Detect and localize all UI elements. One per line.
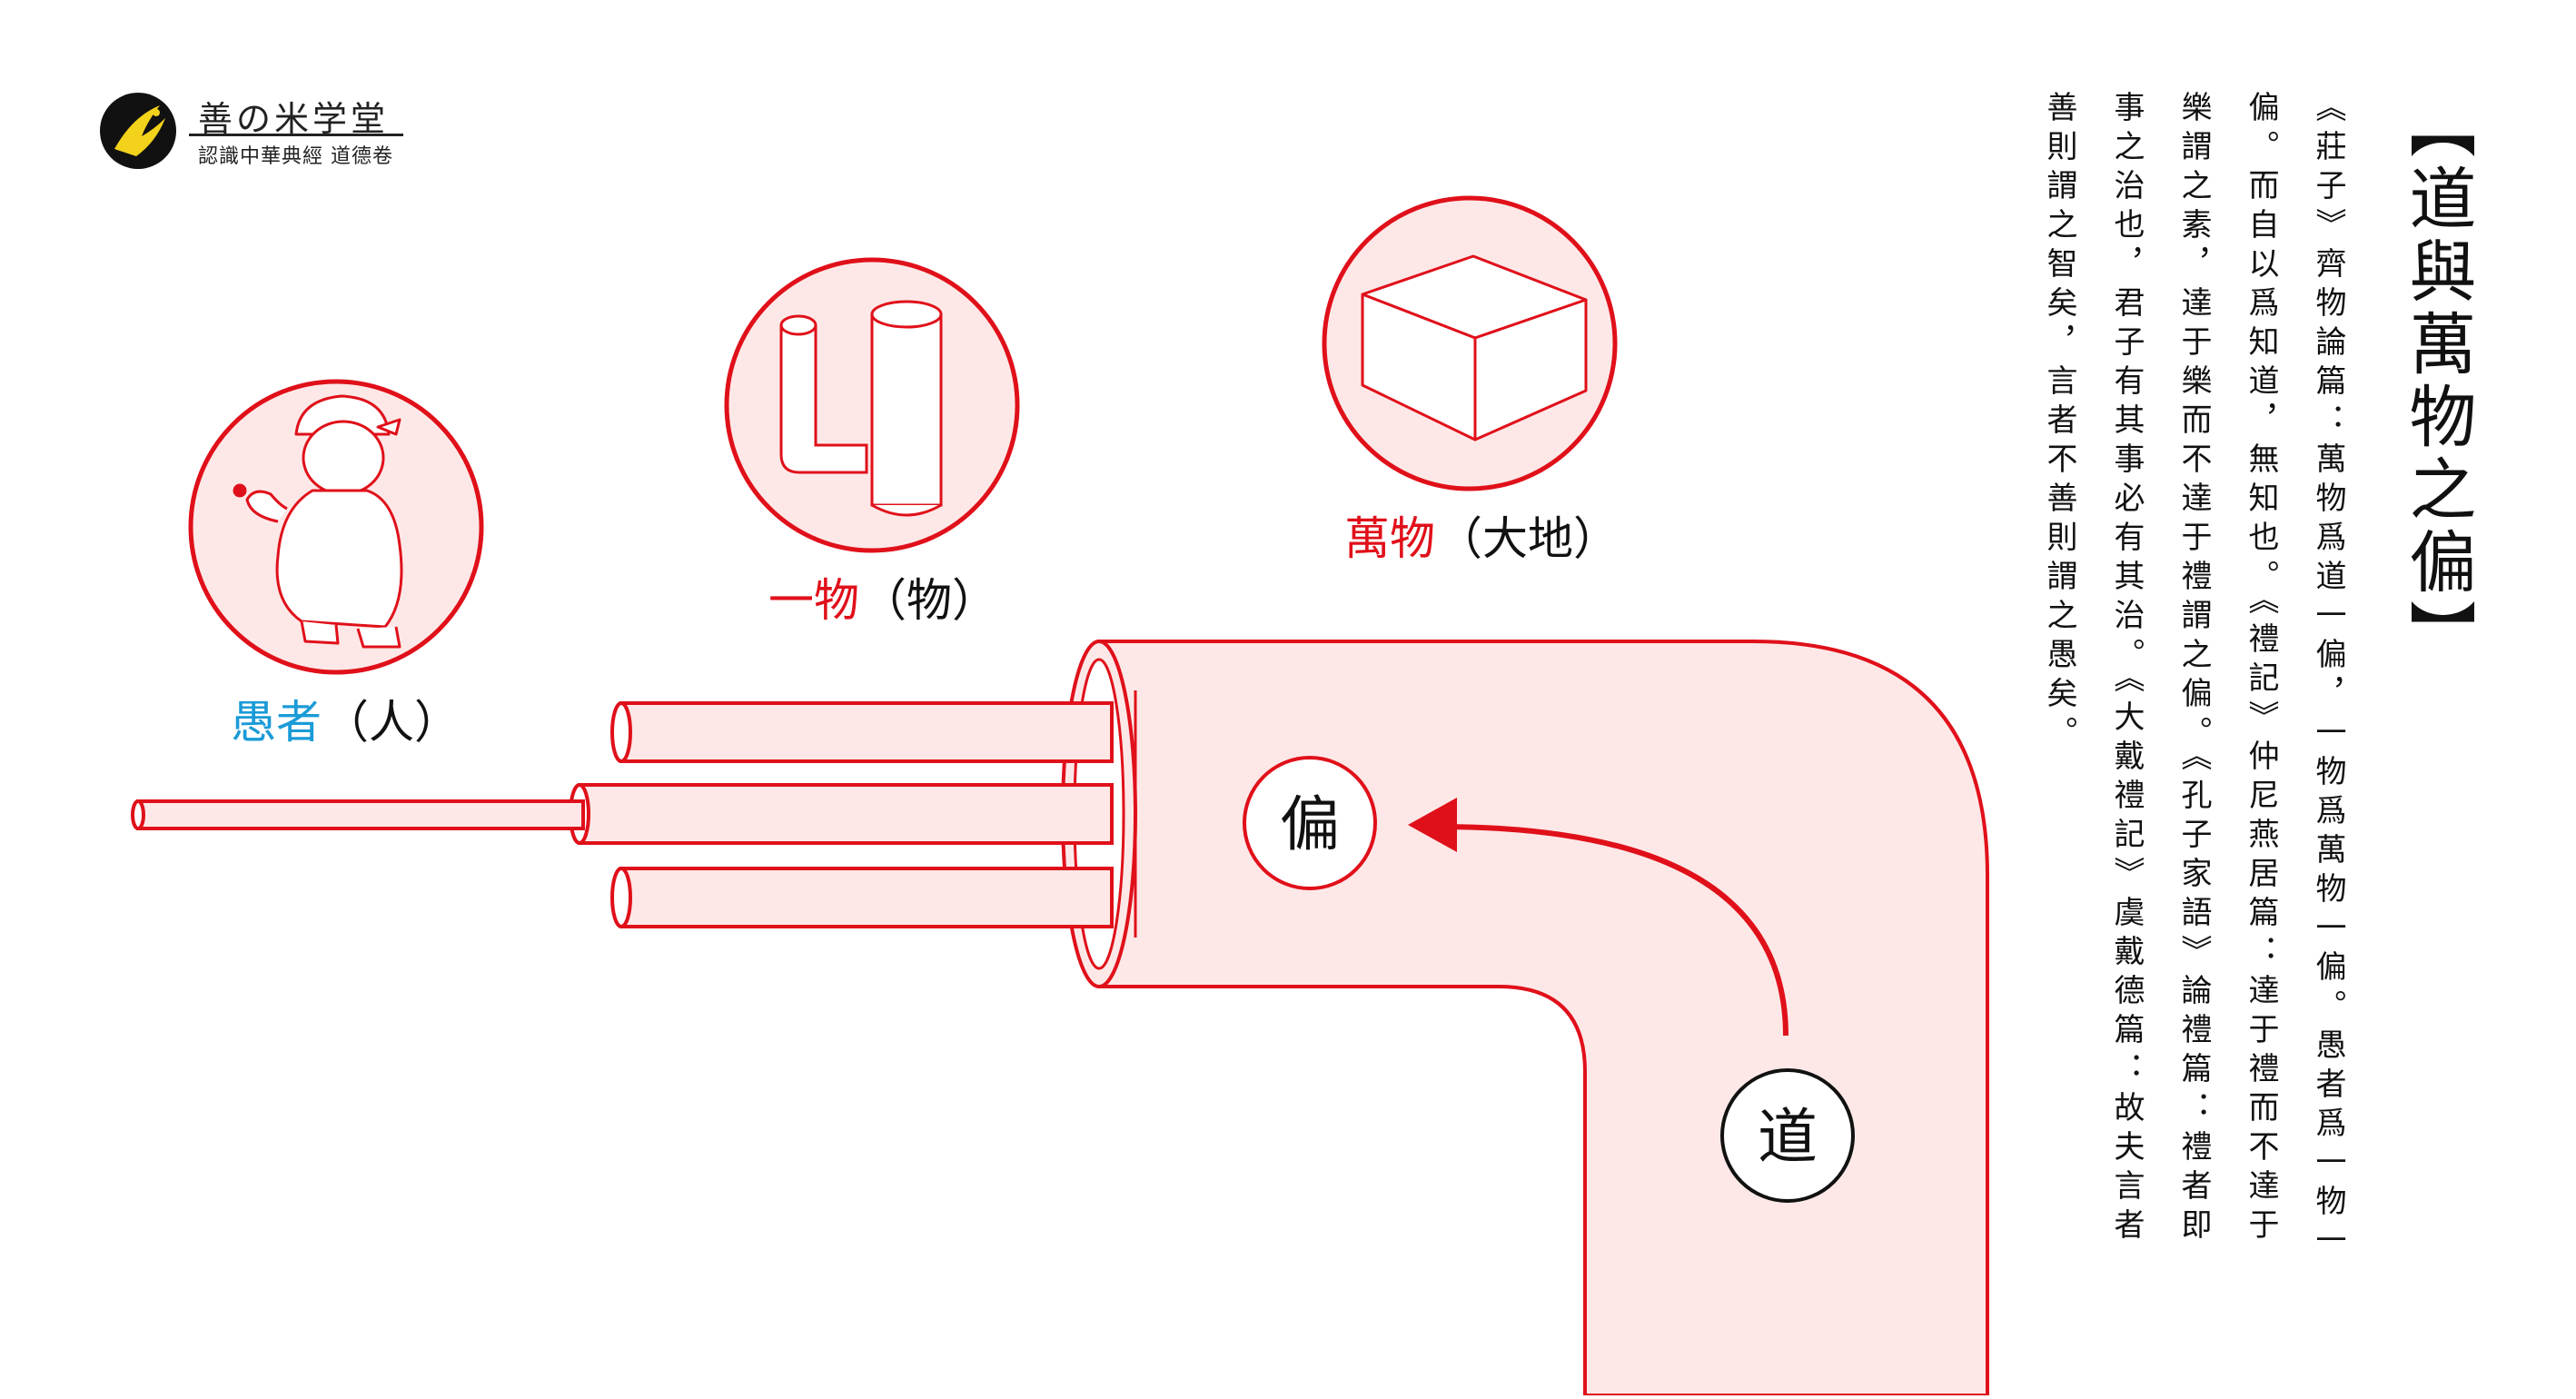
fool-node: 愚者 （人）: [188, 379, 484, 749]
pian-label: 偏: [1280, 789, 1340, 859]
all-things-label-paren: （大地）: [1437, 512, 1619, 565]
dao-node: 道: [1720, 1068, 1855, 1203]
brand-name: 善の米学堂: [198, 99, 390, 139]
thin-rod: [131, 799, 585, 830]
rod-middle: [569, 783, 1114, 845]
bent-pipe-icon: [779, 300, 943, 517]
rod-top: [610, 701, 1114, 763]
page-title: 【道與萬物之偏】: [2398, 91, 2476, 672]
brand-divider: [189, 134, 403, 136]
brand-subtitle: 認識中華典經 道德卷: [198, 145, 393, 168]
text-column: 偏。而自以爲知道，無知也。《禮記》仲尼燕居篇：達于禮而不達于: [2243, 91, 2279, 1247]
one-thing-label-paren: （物）: [861, 574, 997, 627]
text-column: 《莊子》齊物論篇：萬物爲道一偏，一物爲萬物一偏。愚者爲一物一: [2310, 91, 2346, 1263]
text-column: 事之治也，君子有其事必有其治。《大戴禮記》虞戴德篇：故夫言者: [2108, 91, 2145, 1247]
dao-pipe: [1097, 640, 1989, 1397]
rod-bottom: [610, 867, 1114, 928]
fool-label-main: 愚者: [231, 696, 322, 749]
all-things-label-main: 萬物: [1344, 512, 1435, 565]
one-thing-label-main: 一物: [768, 574, 859, 627]
crouching-person-icon: [233, 394, 403, 649]
text-column: 善則謂之智矣，言者不善則謂之愚矣。: [2041, 91, 2077, 755]
pian-node: 偏: [1243, 756, 1377, 890]
all-things-node: 萬物 （大地）: [1322, 195, 1619, 565]
brand-logo-icon: [100, 93, 176, 169]
fool-label-paren: （人）: [323, 696, 460, 749]
text-column: 樂謂之素，達于樂而不達于禮謂之偏。《孔子家語》論禮篇：禮者即: [2175, 91, 2212, 1247]
dao-to-pian-arrow: [1443, 824, 1788, 1037]
dao-label: 道: [1758, 1102, 1818, 1172]
one-thing-node: 一物 （物）: [724, 257, 1020, 627]
text-columns: 《莊子》齊物論篇：萬物爲道一偏，一物爲萬物一偏。愚者爲一物一 偏。而自以爲知道，…: [2026, 91, 2362, 1272]
arrow-head: [1408, 798, 1457, 852]
cube-icon: [1361, 254, 1588, 442]
